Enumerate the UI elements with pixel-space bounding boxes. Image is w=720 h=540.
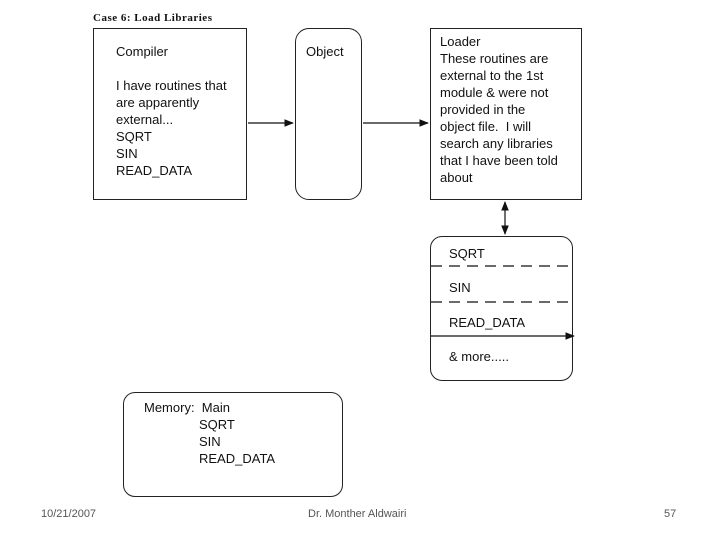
memory-heading: Memory: Main (144, 400, 230, 415)
library-item-sqrt: SQRT (449, 246, 485, 261)
loader-line: module & were not (440, 85, 549, 100)
loader-heading: Loader (440, 34, 481, 49)
library-box: SQRT SIN READ_DATA & more..... (430, 236, 573, 381)
memory-item-sqrt: SQRT (199, 417, 235, 432)
memory-item-sin: SIN (199, 434, 221, 449)
loader-line: provided in the (440, 102, 526, 117)
compiler-line: are apparently (116, 95, 200, 110)
memory-item-read-data: READ_DATA (199, 451, 276, 466)
library-item-read-data: READ_DATA (449, 315, 526, 330)
loader-line: that I have been told (440, 153, 558, 168)
object-label: Object (306, 44, 344, 59)
compiler-heading: Compiler (116, 44, 169, 59)
slide-title: Case 6: Load Libraries (93, 12, 213, 24)
loader-line: These routines are (440, 51, 549, 66)
loader-box: Loader These routines are external to th… (430, 28, 582, 200)
memory-box: Memory: Main SQRT SIN READ_DATA (123, 392, 343, 497)
library-item-sin: SIN (449, 280, 471, 295)
loader-line: object file. I will (440, 119, 532, 134)
loader-line: search any libraries (440, 136, 553, 151)
compiler-routine-sqrt: SQRT (116, 129, 152, 144)
compiler-line: I have routines that (116, 78, 227, 93)
compiler-box: Compiler I have routines that are appare… (93, 28, 247, 200)
library-item-more: & more..... (449, 349, 509, 364)
compiler-routine-sin: SIN (116, 146, 138, 161)
loader-line: external to the 1st (440, 68, 544, 83)
footer-date: 10/21/2007 (41, 508, 97, 520)
compiler-line: external... (116, 112, 174, 127)
footer-page-number: 57 (664, 508, 677, 520)
loader-line: about (440, 170, 473, 185)
compiler-routine-read-data: READ_DATA (116, 163, 193, 178)
object-box: Object (295, 28, 362, 200)
footer-author: Dr. Monther Aldwairi (308, 508, 407, 520)
